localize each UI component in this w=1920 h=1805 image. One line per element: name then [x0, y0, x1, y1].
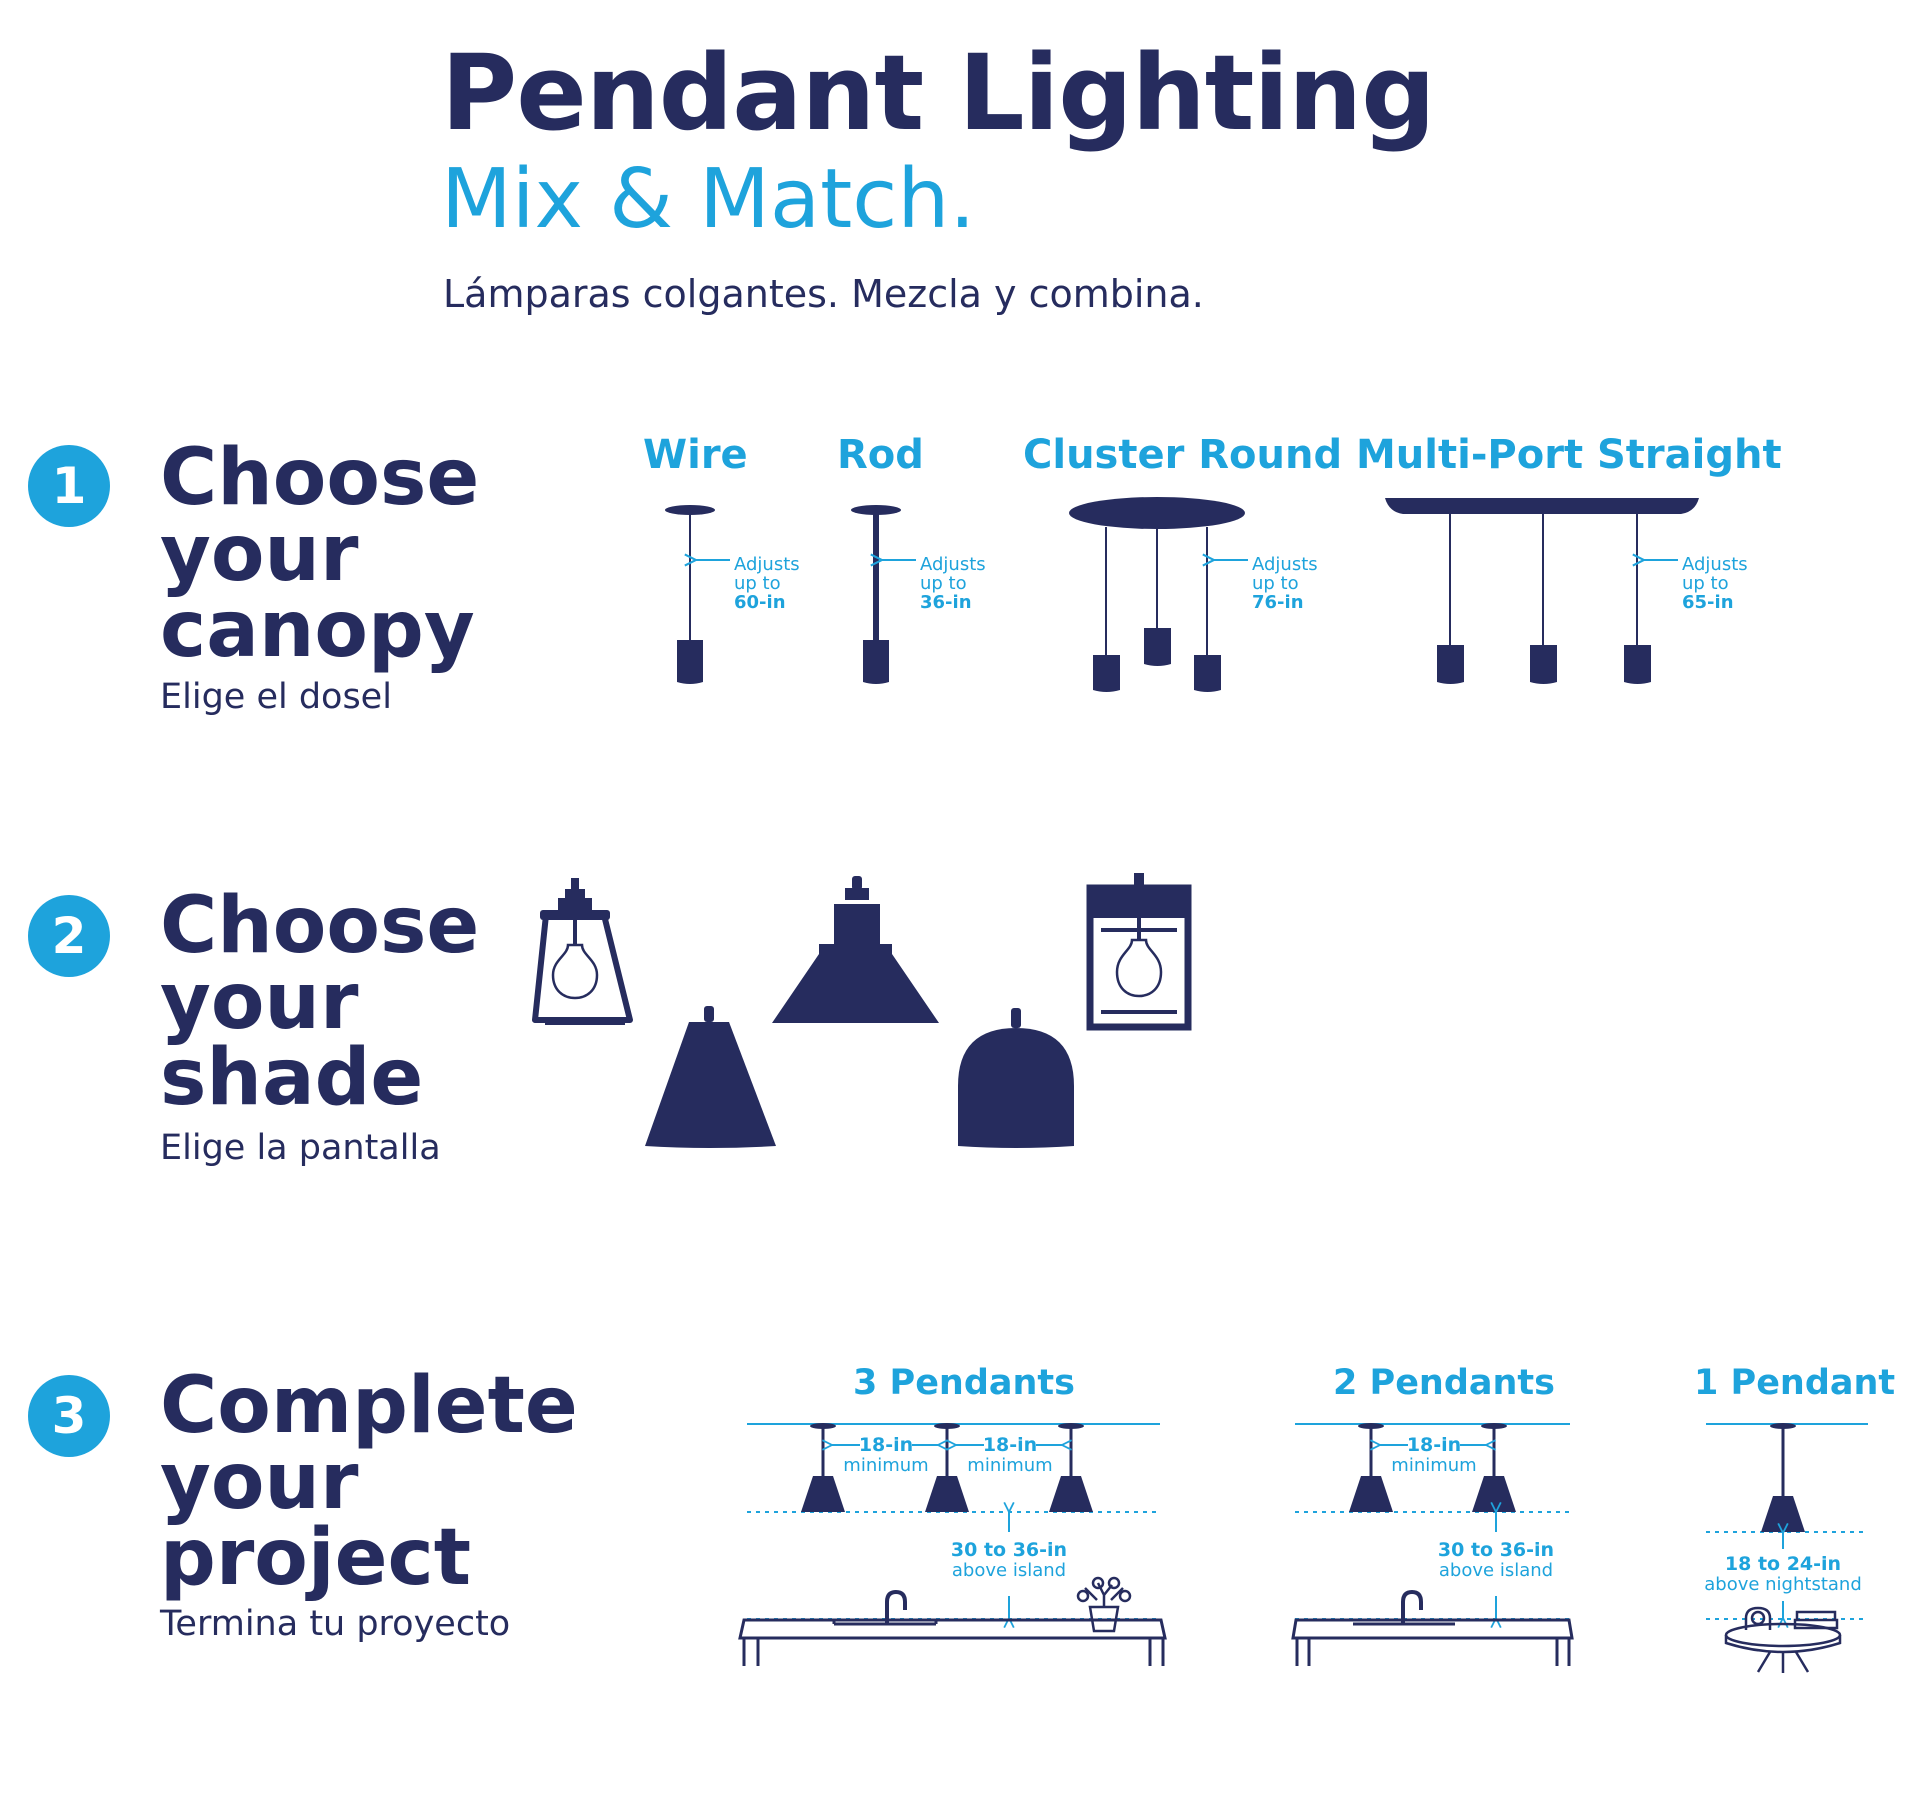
step-1-subtitle: Elige el dosel [160, 677, 392, 717]
step-1-title: Choose your canopy [160, 433, 480, 675]
cluster-adjust-line-1: Adjusts [1252, 554, 1318, 575]
two-spacing-note: minimum [1391, 1455, 1476, 1476]
step-2-title: Choose your shade [160, 881, 480, 1123]
step-3-subtitle: Termina tu proyecto [160, 1604, 511, 1644]
canopy-label-rod: Rod [837, 432, 924, 478]
page-subtitle: Mix & Match. [441, 152, 976, 247]
step-2-badge: 2 [28, 895, 110, 977]
page-tagline: Lámparas colgantes. Mezcla y combina. [443, 272, 1204, 316]
cluster-adjust-line-3: 76-in [1252, 592, 1304, 613]
one-height-value: 18 to 24-in [1725, 1553, 1841, 1575]
one-pendant-diagram: 18 to 24-in above nightstand [1704, 1423, 1868, 1673]
step-2-title-line: your [160, 957, 359, 1047]
wire-adjust-line-2: up to [734, 573, 781, 594]
project-label-3-pendants: 3 Pendants [853, 1363, 1075, 1403]
project-label-2-pendants: 2 Pendants [1333, 1363, 1555, 1403]
nightstand-icon [1724, 1606, 1842, 1673]
step-3-title-line: project [160, 1513, 472, 1603]
three-spacing-note-2: minimum [967, 1455, 1052, 1476]
potted-plant-icon [1076, 1576, 1132, 1633]
wire-adjust-line-1: Adjusts [734, 554, 800, 575]
step-1-title-line: Choose [160, 433, 480, 523]
cluster-adjust-line-2: up to [1252, 573, 1299, 594]
tapered-shade-icon [645, 1006, 776, 1148]
rod-adjust-line-1: Adjusts [920, 554, 986, 575]
two-height-value: 30 to 36-in [1438, 1539, 1554, 1561]
three-spacing-note-1: minimum [843, 1455, 928, 1476]
kitchen-island-icon [1291, 1589, 1574, 1666]
wire-adjust-note: Adjusts up to 60-in [696, 554, 800, 613]
kitchen-island-icon [738, 1589, 1167, 1666]
wire-adjust-line-3: 60-in [734, 592, 786, 613]
rod-adjust-line-3: 36-in [920, 592, 972, 613]
dome-shade-icon [958, 1008, 1074, 1148]
two-pendants-diagram: 18-in minimum 30 to 36-in above island [1291, 1423, 1574, 1666]
multi-port-straight-canopy-icon [1385, 498, 1699, 684]
three-pendants-diagram: 18-in minimum 18-in minimum 30 to 36-in … [738, 1423, 1167, 1666]
cluster-round-canopy-icon [1069, 497, 1245, 692]
step-2-title-line: shade [160, 1033, 424, 1123]
three-spacing-value-2: 18-in [983, 1434, 1037, 1456]
step-1-title-line: your [160, 509, 359, 599]
canopy-label-multi-port-straight: Multi-Port Straight [1356, 432, 1782, 478]
rod-adjust-note: Adjusts up to 36-in [882, 554, 986, 613]
step-2-title-line: Choose [160, 881, 480, 971]
step-3-title-line: Complete [160, 1361, 578, 1451]
step-1-title-line: canopy [160, 585, 475, 675]
one-height-note: above nightstand [1704, 1574, 1862, 1595]
multi-port-adjust-note: Adjusts up to 65-in [1644, 554, 1748, 613]
multi-adjust-line-3: 65-in [1682, 592, 1734, 613]
rod-adjust-line-2: up to [920, 573, 967, 594]
project-label-1-pendant: 1 Pendant [1694, 1363, 1896, 1403]
three-height-note: above island [952, 1560, 1066, 1581]
cluster-round-adjust-note: Adjusts up to 76-in [1214, 554, 1318, 613]
wide-cone-shade-icon [772, 876, 939, 1023]
three-spacing-value-1: 18-in [859, 1434, 913, 1456]
step-3-title-line: your [160, 1437, 359, 1527]
two-spacing-value: 18-in [1407, 1434, 1461, 1456]
bell-glass-shade-icon [532, 878, 633, 1025]
two-height-note: above island [1439, 1560, 1553, 1581]
step-2-subtitle: Elige la pantalla [160, 1128, 441, 1168]
page-title: Pendant Lighting [441, 32, 1436, 154]
step-3-title: Complete your project [160, 1361, 578, 1603]
step-1-badge: 1 [28, 445, 110, 527]
step-3-badge: 3 [28, 1375, 110, 1457]
three-height-value: 30 to 36-in [951, 1539, 1067, 1561]
canopy-label-cluster-round: Cluster Round [1023, 432, 1343, 478]
canopy-label-wire: Wire [643, 432, 748, 478]
wire-canopy-icon [665, 505, 715, 684]
multi-adjust-line-1: Adjusts [1682, 554, 1748, 575]
cylinder-glass-shade-icon [1086, 873, 1192, 1031]
rod-canopy-icon [851, 505, 901, 684]
multi-adjust-line-2: up to [1682, 573, 1729, 594]
